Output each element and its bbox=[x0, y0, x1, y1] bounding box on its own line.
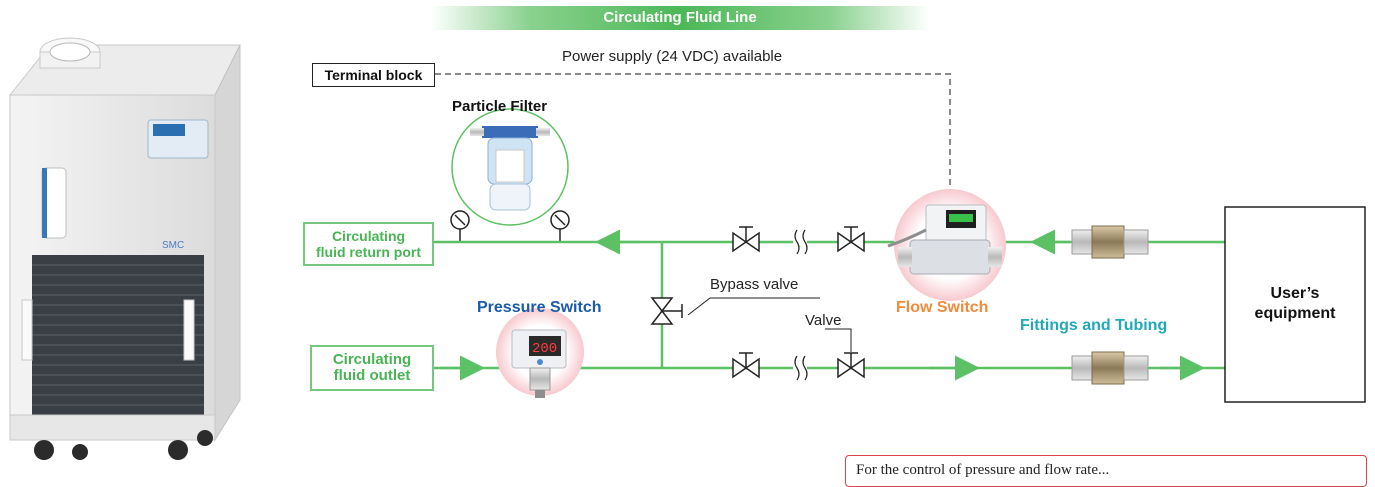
circulating-fluid-line-banner: Circulating Fluid Line bbox=[430, 6, 930, 30]
power-supply-label: Power supply (24 VDC) available bbox=[562, 48, 783, 65]
bypass-valve-leader bbox=[687, 297, 820, 316]
pressure-gauge-left bbox=[450, 210, 470, 242]
pipe-break-bottom bbox=[793, 355, 808, 381]
return-port-line2: fluid return port bbox=[316, 244, 421, 260]
users-equipment-line1: User’s bbox=[1270, 285, 1320, 302]
pressure-switch-label: Pressure Switch bbox=[477, 299, 602, 316]
valve-leader bbox=[825, 328, 852, 352]
users-equipment-line2: equipment bbox=[1254, 305, 1336, 322]
valve-top-right bbox=[837, 226, 865, 253]
diagram-stage: Circulating Fluid Line bbox=[8, 6, 1367, 487]
users-equipment-label: User’s equipment bbox=[1225, 284, 1365, 324]
fitting-bottom-image bbox=[1071, 351, 1149, 385]
users-equipment-box bbox=[1224, 206, 1366, 403]
footnote-box: For the control of pressure and flow rat… bbox=[845, 455, 1367, 487]
fittings-tubing-label: Fittings and Tubing bbox=[1020, 317, 1168, 334]
bypass-valve-symbol bbox=[650, 297, 683, 325]
particle-filter-label: Particle Filter bbox=[452, 98, 548, 115]
return-port-line1: Circulating bbox=[331, 228, 406, 244]
flow-switch-image bbox=[887, 204, 1002, 275]
flow-switch-label: Flow Switch bbox=[896, 299, 989, 316]
valve-label: Valve bbox=[805, 312, 842, 329]
valve-top-left bbox=[732, 226, 760, 253]
pipe-break-top bbox=[793, 229, 808, 255]
terminal-block-label: Terminal block bbox=[312, 63, 435, 87]
fitting-top-image bbox=[1071, 225, 1149, 259]
chiller-unit-image: SMC bbox=[8, 37, 241, 460]
valve-bottom-left bbox=[732, 352, 760, 379]
piping-diagram: SMC bbox=[8, 37, 1366, 460]
valve-bottom-right bbox=[837, 352, 865, 379]
outlet-line1: Circulating bbox=[332, 351, 412, 368]
outlet-line2: fluid outlet bbox=[333, 367, 411, 384]
pressure-gauge-right bbox=[550, 210, 570, 242]
bypass-valve-label: Bypass valve bbox=[710, 276, 799, 293]
smc-logo-text: SMC bbox=[162, 240, 184, 251]
power-supply-dashed-line bbox=[435, 73, 951, 195]
particle-filter-image bbox=[470, 126, 550, 211]
pressure-switch-image: 200 bbox=[511, 329, 567, 398]
pressure-display-digits: 200 bbox=[532, 341, 557, 357]
